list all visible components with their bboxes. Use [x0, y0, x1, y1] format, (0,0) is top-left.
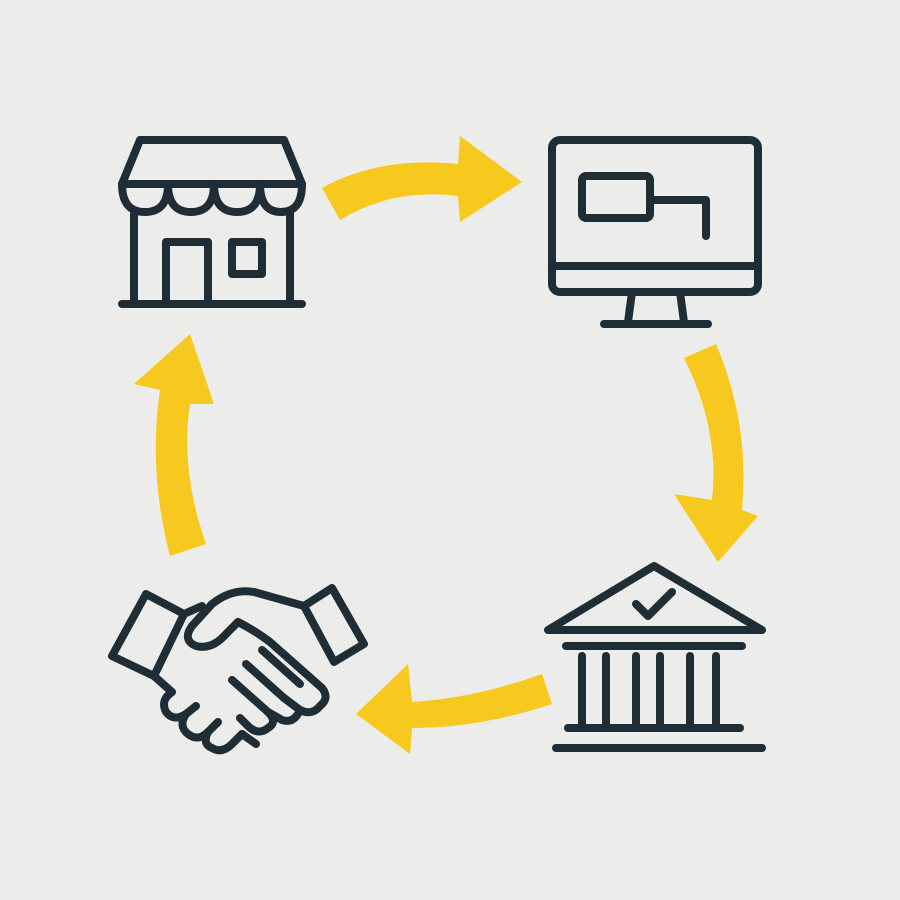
cycle-arrows	[134, 136, 758, 754]
desktop-monitor-icon	[548, 136, 762, 328]
bank-checkmark-icon	[544, 562, 766, 752]
arrow-store-to-computer	[322, 136, 522, 222]
handshake-icon	[108, 584, 368, 755]
arrow-deal-to-store	[134, 334, 214, 556]
storefront-icon	[118, 136, 306, 308]
arrow-bank-to-deal	[356, 664, 552, 754]
checkmark-icon	[632, 588, 676, 620]
arrow-computer-to-bank	[674, 344, 758, 562]
